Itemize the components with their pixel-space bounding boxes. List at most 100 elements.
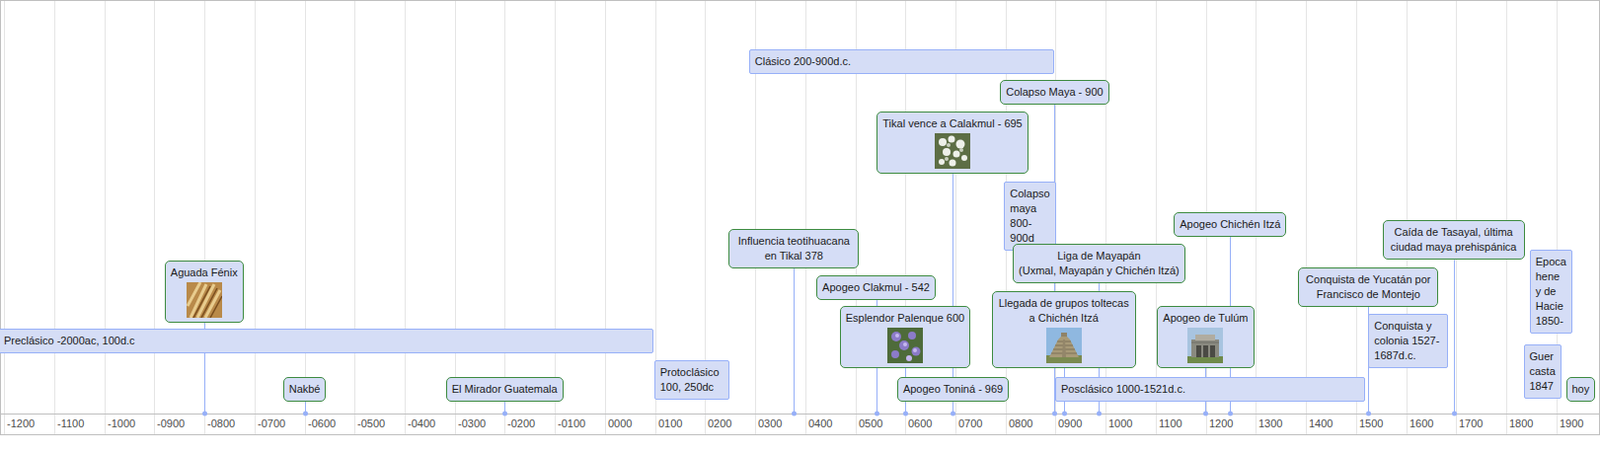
event-text: Nakbé — [289, 381, 321, 397]
grid-line — [605, 0, 607, 435]
photo-thumbnail — [1187, 327, 1223, 364]
grid-line — [254, 0, 256, 435]
item-dot — [1227, 411, 1233, 417]
grid-line — [1155, 0, 1157, 435]
item-dot — [903, 411, 909, 417]
grid-line — [54, 0, 56, 435]
year-label: 1600 — [1409, 417, 1434, 431]
grid-line — [554, 0, 556, 435]
event-text: Tikal vence a Calakmul - 695 — [882, 116, 1022, 132]
year-label: -1200 — [6, 417, 35, 431]
item-dot — [950, 411, 956, 417]
event-text: Clásico 200-900d.c. — [755, 54, 1049, 70]
item-dot — [1203, 411, 1209, 417]
event-box: Apogeo Chichén Itzá — [1173, 212, 1287, 237]
period-bar: Posclásico 1000-1521d.c. — [1055, 377, 1366, 402]
event-text: hoy — [1572, 381, 1591, 397]
event-box: Llegada de grupos toltecas a Chichén Itz… — [991, 291, 1137, 369]
year-label: -1100 — [57, 417, 84, 431]
grid-line — [1406, 0, 1408, 435]
item-dot — [1062, 411, 1067, 417]
event-text: Colapso maya 800-900d — [1009, 186, 1050, 246]
event-text: Conquista de Yucatán por Francisco de Mo… — [1303, 272, 1433, 303]
year-label: 0100 — [658, 417, 683, 431]
event-box: Nakbé — [283, 377, 327, 402]
event-box: Caída de Tasayal, última ciudad maya pre… — [1382, 220, 1525, 260]
grid-line — [455, 0, 457, 435]
event-box: Apogeo Clakmul - 542 — [816, 275, 936, 301]
event-text: Aguada Fénix — [170, 265, 238, 281]
event-text: Preclásico -2000ac, 100d.c — [3, 333, 648, 349]
year-label: 0500 — [858, 417, 883, 431]
year-label: 1800 — [1509, 417, 1533, 431]
year-label: -0800 — [207, 417, 235, 431]
grid-line — [3, 0, 5, 435]
event-box: hoy — [1566, 377, 1597, 402]
year-label: 1000 — [1108, 417, 1133, 431]
year-label: 1100 — [1158, 417, 1183, 431]
event-text: Influencia teotihuacana en Tikal 378 — [734, 233, 853, 264]
grid-line — [1105, 0, 1107, 435]
period-bar: Colapso maya 800-900d — [1003, 181, 1056, 251]
event-box: Apogeo Toniná - 969 — [897, 377, 1009, 402]
year-label: 0200 — [707, 417, 732, 431]
year-label: 0300 — [758, 417, 782, 431]
item-dot — [202, 411, 208, 417]
period-bar: Clásico 200-900d.c. — [749, 49, 1055, 75]
grid-line — [504, 0, 506, 435]
year-label: 1200 — [1209, 417, 1233, 431]
year-label: -0200 — [507, 417, 535, 431]
grid-line — [304, 0, 306, 435]
timeline-frame — [0, 0, 1600, 436]
year-label: 0600 — [908, 417, 932, 431]
event-text: Apogeo Chichén Itzá — [1179, 217, 1281, 232]
year-label: 0800 — [1008, 417, 1033, 431]
event-text: Esplendor Palenque 600 — [845, 310, 965, 326]
year-label: 1900 — [1559, 417, 1584, 431]
event-box: El Mirador Guatemala — [446, 377, 564, 402]
event-text: Llegada de grupos toltecas a Chichén Itz… — [997, 296, 1131, 326]
period-bar: Guer casta 1847 — [1523, 344, 1562, 399]
grid-line — [404, 0, 406, 435]
photo-thumbnail — [186, 282, 223, 318]
year-label: 1300 — [1258, 417, 1283, 431]
year-label: 1400 — [1308, 417, 1333, 431]
event-text: Guer casta 1847 — [1529, 349, 1556, 394]
photo-thumbnail — [934, 133, 971, 169]
event-text: El Mirador Guatemala — [452, 381, 558, 397]
event-text: Conquista y colonia 1527-1687d.c. — [1373, 318, 1443, 364]
item-dot — [1451, 411, 1457, 417]
year-label: -0700 — [257, 417, 286, 431]
event-box: Aguada Fénix — [164, 260, 244, 323]
event-text: Apogeo Toniná - 969 — [903, 381, 1003, 397]
event-text: Epoca hene y de Hacie 1850- — [1535, 254, 1567, 329]
period-bar: Conquista y colonia 1527-1687d.c. — [1368, 313, 1448, 369]
event-box: Influencia teotihuacana en Tikal 378 — [728, 228, 859, 269]
year-label: -0400 — [407, 417, 436, 431]
grid-line — [1305, 0, 1307, 435]
photo-thumbnail — [1046, 327, 1082, 364]
event-box: Tikal vence a Calakmul - 695 — [876, 111, 1028, 174]
item-stem — [793, 268, 795, 414]
event-text: Protoclásico 100, 250dc — [660, 365, 725, 395]
grid-line — [1455, 0, 1457, 435]
grid-line — [153, 0, 155, 435]
event-text: Posclásico 1000-1521d.c. — [1061, 381, 1360, 397]
period-bar: Preclásico -2000ac, 100d.c — [0, 328, 654, 354]
event-box: Esplendor Palenque 600 — [839, 305, 971, 369]
grid-line — [204, 0, 206, 435]
year-label: 0000 — [608, 417, 632, 431]
year-label: -0500 — [357, 417, 385, 431]
grid-line — [354, 0, 356, 435]
event-text: Caída de Tasayal, última ciudad maya pre… — [1388, 225, 1520, 255]
item-dot — [874, 411, 880, 417]
year-label: 1500 — [1359, 417, 1383, 431]
event-text: Liga de Mayapán — [1018, 248, 1180, 264]
year-label: -0600 — [307, 417, 336, 431]
item-dot — [1052, 411, 1058, 417]
year-label: -1000 — [107, 417, 136, 431]
year-label: 0700 — [958, 417, 983, 431]
item-dot — [303, 411, 308, 417]
event-box: Apogeo de Tulúm — [1156, 305, 1254, 369]
event-box: Liga de Mayapán(Uxmal, Mayapán y Chichén… — [1012, 243, 1186, 284]
